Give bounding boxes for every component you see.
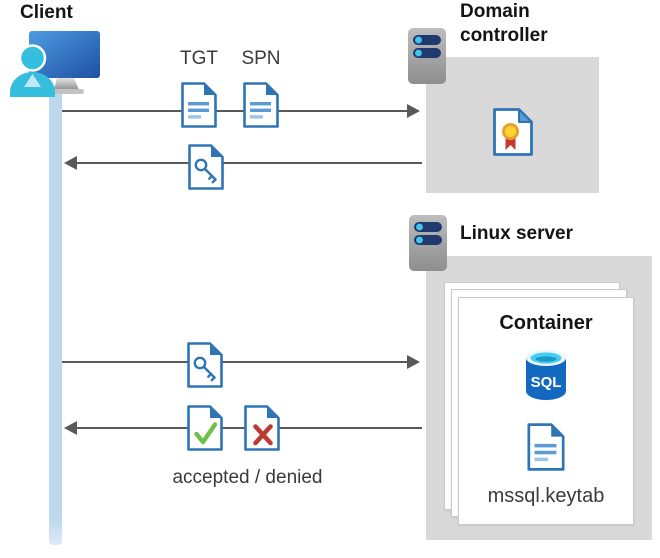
accepted-denied-label: accepted / denied (172, 467, 323, 488)
tgt-label: TGT (180, 48, 218, 69)
spn-document-icon (242, 81, 280, 129)
user-head (18, 44, 47, 72)
sql-badge-text: SQL (531, 374, 562, 391)
linux-server-icon (408, 214, 448, 272)
client-icon (8, 28, 108, 103)
arrow-client-to-linux-line (62, 361, 407, 363)
arrow-dc-to-client-head (64, 156, 77, 170)
monitor-stand (54, 78, 79, 90)
monitor-icon (29, 31, 100, 78)
arrow-client-to-dc-head (407, 104, 420, 118)
arrow-dc-to-client-line (77, 162, 422, 164)
key-ticket-icon (187, 143, 225, 191)
arrow-linux-to-client-head (64, 421, 77, 435)
container-card: Container SQL mssql.keytab (458, 297, 634, 525)
cross-document-icon (243, 404, 281, 452)
domain-controller-server-icon (407, 27, 447, 85)
check-glyph (194, 422, 218, 445)
cross-glyph (253, 424, 273, 446)
arrow-client-to-linux-head (407, 355, 420, 369)
check-document-icon (186, 404, 224, 452)
user-collar (24, 74, 41, 87)
sql-database-icon: SQL (522, 349, 570, 406)
certificate-icon (492, 107, 534, 162)
key-ticket-icon (186, 341, 224, 389)
key-glyph (194, 158, 217, 184)
client-label: Client (20, 2, 73, 23)
linux-server-label: Linux server (460, 223, 573, 244)
domain-controller-label: Domain controller (460, 1, 548, 46)
arrow-client-to-dc-line (62, 110, 407, 112)
medal (502, 123, 519, 140)
tgt-document-icon (180, 81, 218, 129)
keytab-document-icon (526, 422, 566, 477)
client-lifeline (49, 86, 62, 545)
key-glyph (193, 356, 216, 382)
monitor-base (52, 89, 84, 94)
keytab-label: mssql.keytab (487, 485, 605, 507)
container-label: Container (499, 312, 593, 334)
spn-label: SPN (241, 48, 281, 69)
user-at-monitor-icon (10, 31, 100, 97)
